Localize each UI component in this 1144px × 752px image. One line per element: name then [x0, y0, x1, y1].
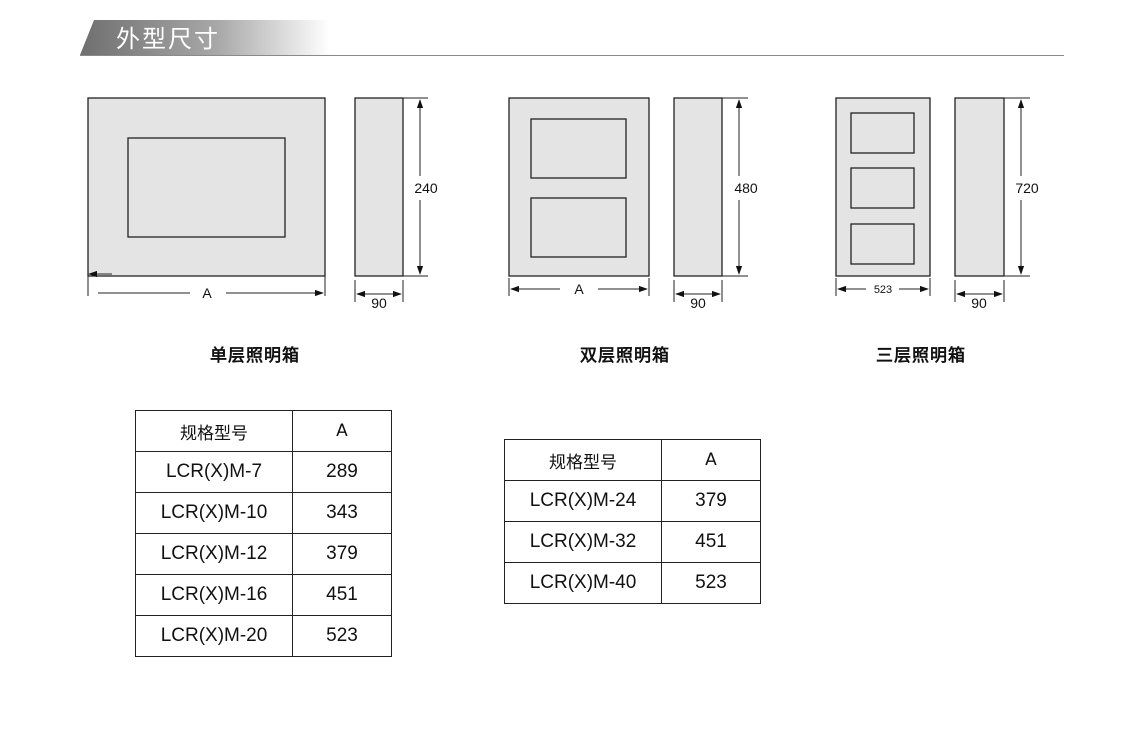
table-header-a: A	[292, 410, 392, 452]
a-value-cell: 523	[292, 615, 392, 657]
table-header-a: A	[661, 439, 761, 481]
model-cell: LCR(X)M-16	[135, 574, 293, 616]
single-side-view: 240 90	[354, 97, 438, 311]
table-row: LCR(X)M-40 523	[504, 562, 761, 604]
single-width-label: A	[202, 285, 212, 301]
model-cell: LCR(X)M-7	[135, 451, 293, 493]
spec-table-single: 规格型号 A LCR(X)M-7 289 LCR(X)M-10 343 LCR(…	[135, 410, 392, 657]
a-value-cell: 289	[292, 451, 392, 493]
a-value-cell: 379	[661, 480, 761, 522]
spec-table-multi: 规格型号 A LCR(X)M-24 379 LCR(X)M-32 451 LCR…	[504, 439, 761, 604]
caption-double: 双层照明箱	[580, 346, 670, 366]
caption-single: 单层照明箱	[210, 346, 300, 366]
caption-triple: 三层照明箱	[876, 346, 966, 366]
double-front-view	[508, 97, 650, 277]
double-side-view: 480 90	[673, 97, 758, 311]
table-row: LCR(X)M-32 451	[504, 521, 761, 563]
a-value-cell: 451	[292, 574, 392, 616]
single-front-view	[87, 97, 326, 277]
table-row: LCR(X)M-7 289	[135, 451, 392, 493]
table-row: LCR(X)M-12 379	[135, 533, 392, 575]
table-row: LCR(X)M-16 451	[135, 574, 392, 616]
table-header-model: 规格型号	[504, 439, 662, 481]
single-depth-label: 90	[371, 295, 387, 311]
model-cell: LCR(X)M-24	[504, 480, 662, 522]
header-rule	[80, 55, 1064, 56]
table-header-model: 规格型号	[135, 410, 293, 452]
model-cell: LCR(X)M-40	[504, 562, 662, 604]
double-depth-label: 90	[690, 295, 706, 311]
model-cell: LCR(X)M-32	[504, 521, 662, 563]
single-height-label: 240	[414, 180, 438, 196]
table-row: LCR(X)M-10 343	[135, 492, 392, 534]
a-value-cell: 343	[292, 492, 392, 534]
double-width-label: A	[574, 281, 584, 297]
model-cell: LCR(X)M-10	[135, 492, 293, 534]
triple-front-view	[835, 97, 931, 277]
triple-depth-label: 90	[971, 295, 987, 311]
section-title: 外型尺寸	[116, 25, 220, 53]
model-cell: LCR(X)M-12	[135, 533, 293, 575]
table-row: LCR(X)M-24 379	[504, 480, 761, 522]
table-row: LCR(X)M-20 523	[135, 615, 392, 657]
a-value-cell: 523	[661, 562, 761, 604]
double-height-label: 480	[734, 180, 758, 196]
double-width-dimension: A	[508, 278, 650, 297]
triple-width-dimension: 523	[835, 278, 931, 296]
header-band	[80, 20, 330, 55]
triple-side-view: 720 90	[954, 97, 1039, 311]
triple-width-label: 523	[874, 284, 892, 296]
model-cell: LCR(X)M-20	[135, 615, 293, 657]
a-value-cell: 451	[661, 521, 761, 563]
a-value-cell: 379	[292, 533, 392, 575]
triple-height-label: 720	[1015, 180, 1039, 196]
single-width-dimension: A	[87, 270, 326, 301]
